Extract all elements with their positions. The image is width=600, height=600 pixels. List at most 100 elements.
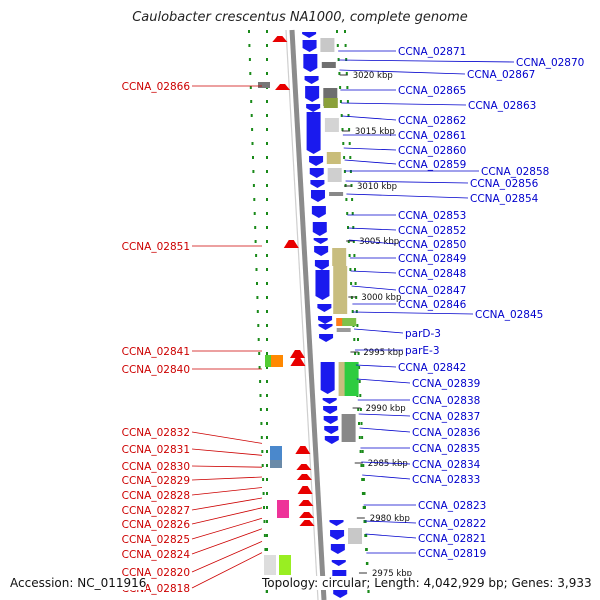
forward-leader-line	[344, 159, 397, 165]
ring-dot	[266, 380, 268, 383]
reverse-leader-line	[191, 552, 263, 589]
reverse-gene-box	[279, 555, 291, 575]
forward-gene-label: CCNA_02870	[516, 57, 584, 69]
ring-dot	[266, 72, 268, 75]
reverse-gene-label: CCNA_02832	[122, 427, 190, 439]
ring-dot	[266, 352, 268, 355]
ring-dot	[262, 478, 265, 481]
forward-gene-arrow	[310, 190, 325, 202]
forward-gene-arrow	[313, 238, 328, 244]
reverse-gene-label: CCNA_02866	[122, 81, 191, 93]
ring-dot	[252, 156, 254, 159]
forward-gene-label: CCNA_02822	[418, 518, 486, 530]
reverse-gene-arrow	[290, 358, 306, 366]
ring-dot	[338, 72, 341, 75]
ring-dot	[350, 282, 353, 285]
ring-dot	[266, 590, 268, 593]
forward-gene-arrow	[302, 32, 317, 38]
ring-dot	[266, 310, 268, 313]
ring-dot	[339, 100, 342, 103]
forward-gene-arrow	[314, 260, 329, 270]
forward-gene-arrow	[319, 334, 334, 342]
forward-leader-line	[350, 270, 397, 274]
ring-dot	[248, 44, 251, 47]
forward-gene-box	[348, 528, 362, 544]
forward-gene-box	[342, 318, 357, 326]
ring-dot	[266, 128, 268, 131]
forward-gene-arrow	[322, 398, 337, 404]
ring-dot	[339, 86, 342, 89]
ring-dot	[255, 254, 258, 257]
ring-dot	[258, 366, 261, 369]
backbone-line	[289, 29, 327, 600]
reverse-gene-label: CCNA_02824	[122, 549, 191, 561]
ring-dot	[262, 492, 265, 495]
forward-gene-arrow	[312, 222, 327, 236]
ring-dot	[353, 254, 356, 257]
scale-tick-label: 3015 kbp	[355, 127, 395, 137]
ring-dot	[361, 478, 364, 481]
forward-gene-label: CCNA_02833	[412, 474, 480, 486]
backbone-edge	[285, 29, 319, 600]
forward-gene-label: parD-3	[405, 328, 441, 340]
ring-dot	[266, 198, 268, 201]
forward-gene-box	[320, 38, 335, 52]
reverse-leader-line	[191, 517, 263, 540]
reverse-gene-arrow	[275, 84, 291, 90]
forward-gene-arrow	[305, 86, 320, 102]
ring-dot	[266, 212, 268, 215]
gene-features	[258, 32, 362, 598]
forward-gene-label: CCNA_02847	[398, 285, 466, 297]
forward-gene-box	[332, 248, 347, 266]
forward-gene-label: parE-3	[405, 345, 440, 357]
reverse-gene-label: CCNA_02831	[122, 444, 190, 456]
reverse-gene-box	[270, 446, 282, 460]
ring-dot	[336, 30, 338, 33]
ring-dot	[345, 72, 348, 75]
ring-dot	[358, 422, 360, 425]
forward-gene-box	[326, 152, 341, 164]
ring-dot	[346, 100, 349, 103]
ring-dot	[266, 450, 268, 453]
ring-dot	[356, 324, 359, 327]
ring-dot	[252, 184, 255, 187]
forward-gene-arrow	[323, 406, 338, 414]
reverse-gene-box	[264, 555, 276, 575]
scale-tick-label: 3020 kbp	[353, 71, 393, 81]
ring-dot	[266, 324, 268, 327]
forward-gene-label: CCNA_02850	[398, 239, 466, 251]
ring-dot	[366, 562, 369, 565]
forward-gene-label: CCNA_02853	[398, 210, 466, 222]
ring-dot	[361, 436, 364, 439]
ring-dot	[260, 422, 263, 425]
ring-dot	[340, 114, 343, 117]
ring-dot	[266, 366, 268, 369]
ring-dot	[266, 268, 268, 271]
ring-dot	[344, 30, 346, 33]
forward-gene-label: CCNA_02845	[475, 309, 543, 321]
forward-gene-label: CCNA_02863	[468, 100, 536, 112]
ring-dot	[256, 296, 259, 299]
forward-leader-line	[351, 285, 397, 291]
forward-gene-arrow	[303, 54, 318, 72]
ring-dot	[253, 198, 256, 201]
ring-dot	[261, 464, 264, 467]
reverse-gene-arrow	[298, 500, 314, 506]
reverse-gene-arrow	[297, 486, 313, 494]
forward-gene-label: CCNA_02867	[467, 69, 535, 81]
forward-leader-line	[341, 102, 467, 106]
ring-dot	[346, 86, 349, 89]
genome-summary-text: Topology: circular; Length: 4,042,929 bp…	[262, 576, 592, 590]
forward-gene-label: CCNA_02846	[398, 299, 467, 311]
forward-gene-label: CCNA_02837	[412, 411, 480, 423]
forward-gene-arrow	[306, 112, 321, 154]
scale-tick-label: 2990 kbp	[366, 404, 406, 414]
forward-gene-arrow	[329, 520, 344, 526]
ring-dot	[358, 436, 361, 439]
forward-gene-arrow	[323, 416, 338, 424]
forward-gene-arrow	[309, 168, 324, 178]
reverse-gene-label: CCNA_02851	[122, 241, 190, 253]
ring-dot	[253, 212, 256, 215]
reverse-leader-line	[191, 507, 263, 525]
ring-dot	[351, 310, 354, 313]
